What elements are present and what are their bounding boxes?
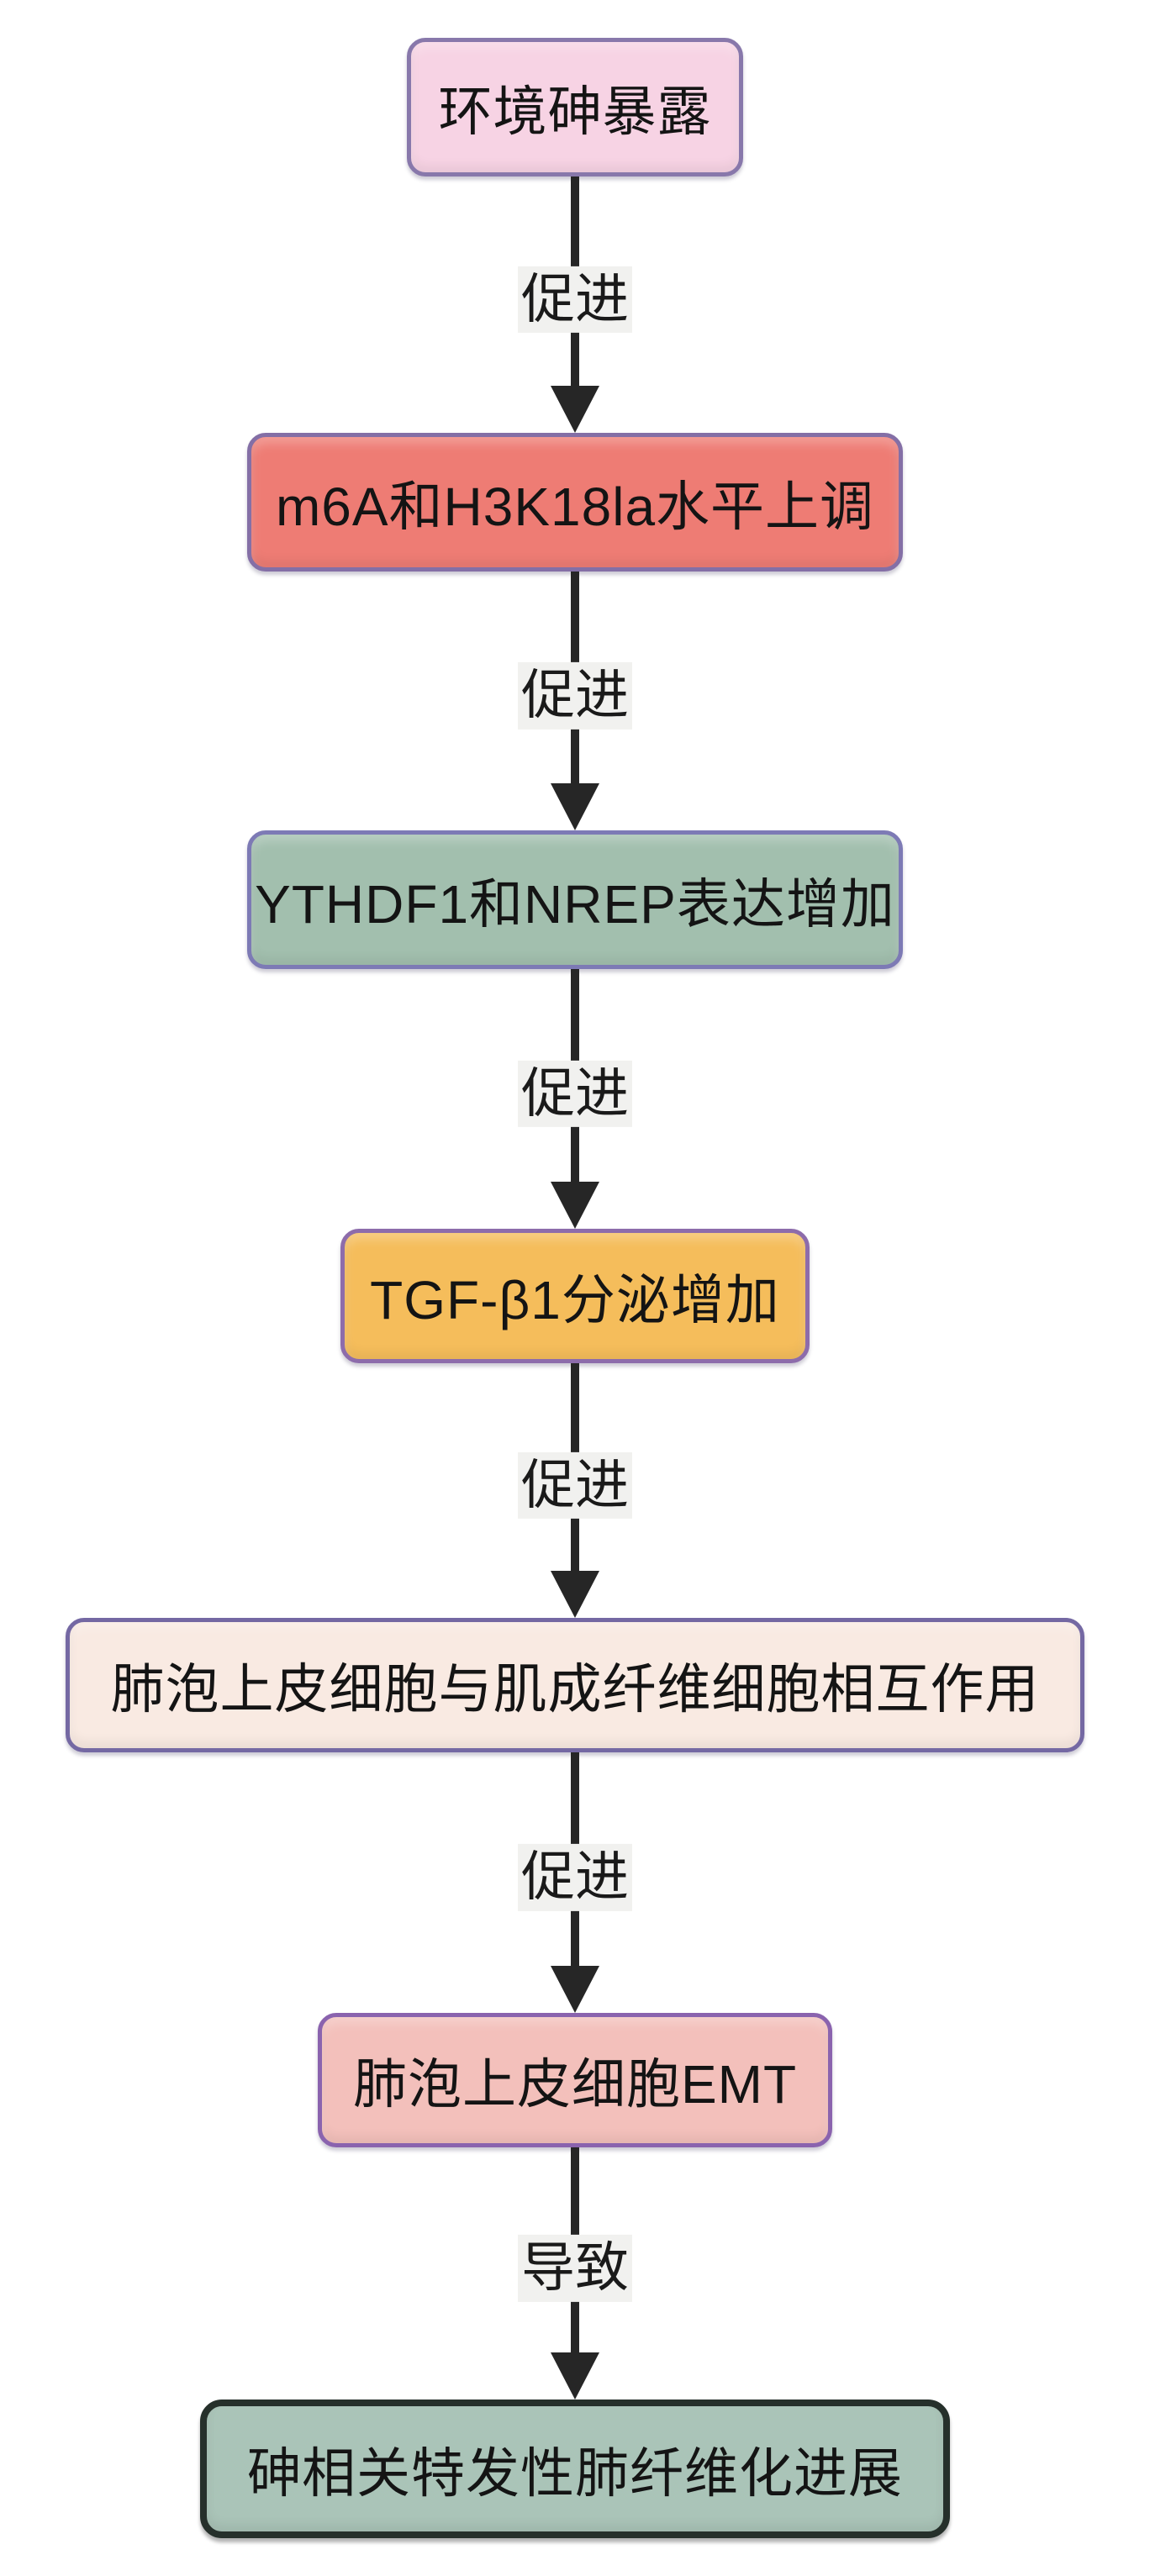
arrowhead-down-icon <box>551 1182 599 1229</box>
flow-node-epithelial-myofibroblast-interaction: 肺泡上皮细胞与肌成纤维细胞相互作用 <box>66 1618 1084 1752</box>
edge-4: 促进 <box>0 1363 1150 1618</box>
flow-node-arsenic-related-ipf-progression: 砷相关特发性肺纤维化进展 <box>200 2400 950 2538</box>
flow-node-alveolar-epithelial-emt: 肺泡上皮细胞EMT <box>318 2013 832 2147</box>
node-label: 砷相关特发性肺纤维化进展 <box>247 2442 903 2504</box>
node-label: TGF-β1分泌增加 <box>370 1270 780 1330</box>
flow-node-ythdf1-nrep-expression-increase: YTHDF1和NREP表达增加 <box>247 830 903 969</box>
arrowhead-down-icon <box>551 1571 599 1618</box>
arrowhead-down-icon <box>551 783 599 830</box>
node-label: m6A和H3K18la水平上调 <box>275 476 875 537</box>
node-label: 环境砷暴露 <box>438 81 712 142</box>
edge-2: 促进 <box>0 572 1150 830</box>
edge-1: 促进 <box>0 176 1150 433</box>
arrowhead-down-icon <box>551 2352 599 2400</box>
edge-label: 促进 <box>518 266 632 333</box>
edge-6: 导致 <box>0 2147 1150 2400</box>
flow-node-environmental-arsenic-exposure: 环境砷暴露 <box>407 38 743 176</box>
edge-label: 促进 <box>518 1451 632 1519</box>
node-label: 肺泡上皮细胞EMT <box>352 2054 798 2115</box>
node-label: YTHDF1和NREP表达增加 <box>255 873 895 935</box>
edge-label: 促进 <box>518 1843 632 1911</box>
arrowhead-down-icon <box>551 386 599 433</box>
flow-node-tgf-b1-secretion-increase: TGF-β1分泌增加 <box>340 1229 810 1363</box>
node-label: 肺泡上皮细胞与肌成纤维细胞相互作用 <box>110 1659 1040 1720</box>
edge-label: 导致 <box>518 2234 632 2302</box>
arrowhead-down-icon <box>551 1966 599 2013</box>
edge-label: 促进 <box>518 1060 632 1127</box>
edge-5: 促进 <box>0 1752 1150 2013</box>
flow-node-m6a-h3k18la-upregulated: m6A和H3K18la水平上调 <box>247 433 903 572</box>
edge-label: 促进 <box>518 661 632 730</box>
edge-3: 促进 <box>0 969 1150 1229</box>
